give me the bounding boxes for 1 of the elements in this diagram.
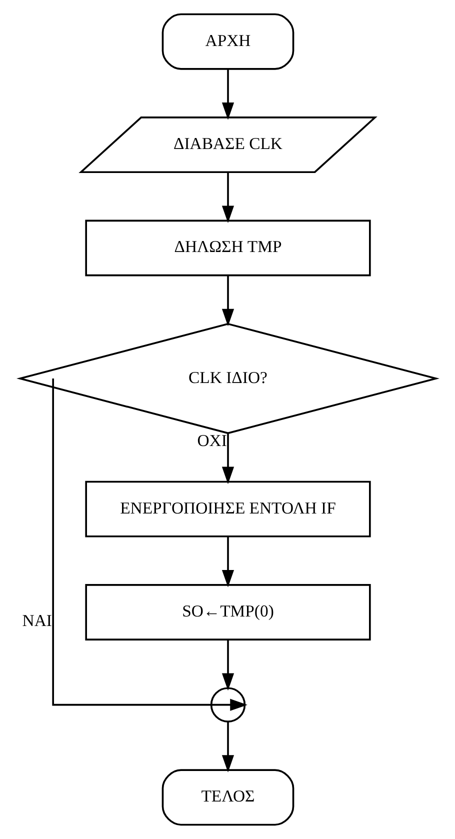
edge-label: ΝΑΙ (22, 610, 52, 630)
